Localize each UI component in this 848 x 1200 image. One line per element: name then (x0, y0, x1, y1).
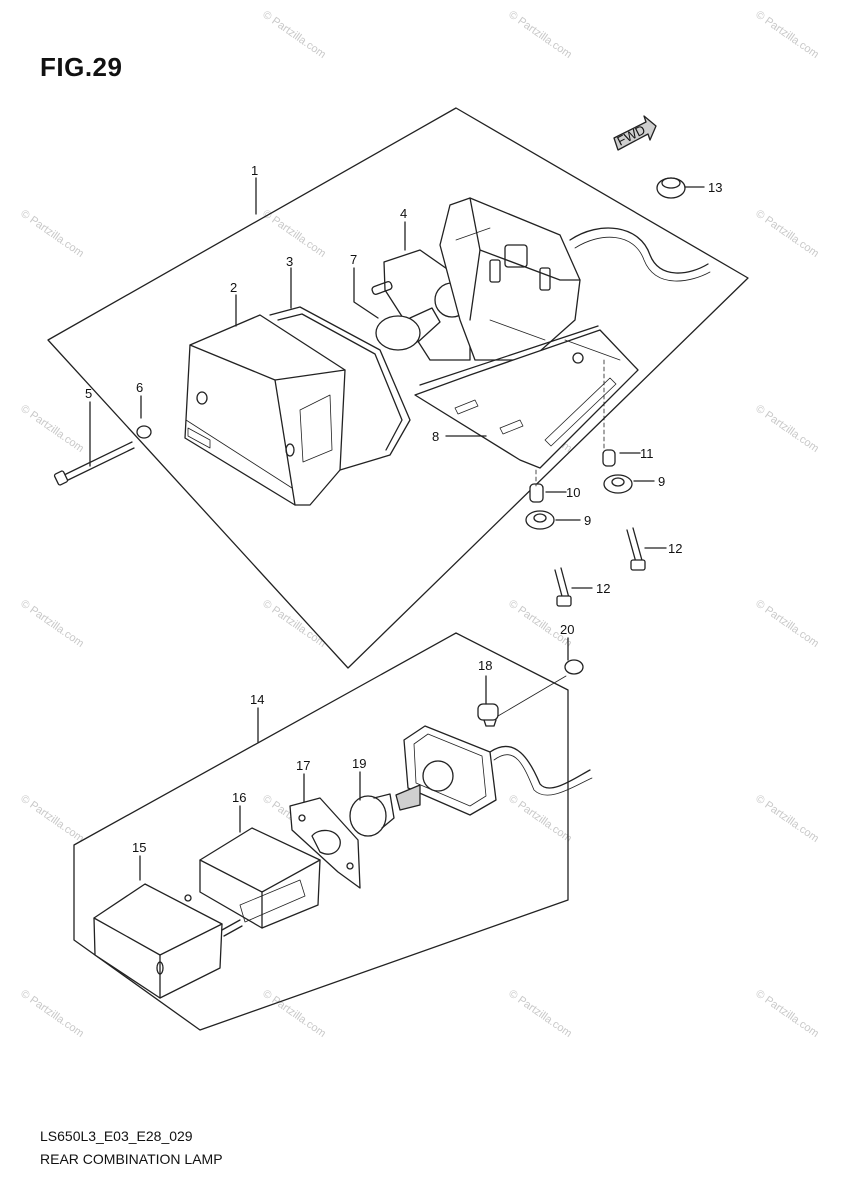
bolt-part-12 (554, 567, 572, 607)
callout-11: 11 (640, 446, 654, 461)
watermark: © Partzilla.com (18, 403, 86, 455)
callout-2: 2 (230, 280, 237, 295)
watermark-layer: © Partzilla.com © Partzilla.com © Partzi… (18, 9, 821, 1040)
callout-7: 7 (350, 252, 357, 267)
grommet-part-9 (525, 510, 555, 530)
washer-part-6 (136, 425, 152, 439)
lamp-housing (383, 197, 581, 361)
bolt-part-5 (53, 441, 135, 486)
watermark: © Partzilla.com (753, 9, 821, 61)
callout-8: 8 (432, 429, 439, 444)
callout-labels: 1 2 3 4 5 6 7 8 9 9 10 11 12 12 13 14 15… (85, 163, 722, 855)
callout-12: 12 (668, 541, 682, 556)
tail-lamp-lens (184, 314, 346, 506)
callout-9: 9 (658, 474, 665, 489)
watermark: © Partzilla.com (18, 988, 86, 1040)
callout-1: 1 (251, 163, 258, 178)
watermark: © Partzilla.com (18, 208, 86, 260)
watermark: © Partzilla.com (753, 208, 821, 260)
callout-3: 3 (286, 254, 293, 269)
lens-gasket (269, 306, 411, 471)
license-lamp-lens (199, 827, 321, 929)
alignment-lines (497, 359, 605, 717)
callout-10: 10 (566, 485, 580, 500)
forward-arrow-label: FWD (615, 122, 648, 149)
forward-arrow-icon: FWD (613, 115, 657, 151)
leader-lines (89, 177, 705, 881)
figure-title: FIG.29 (40, 52, 123, 82)
watermark: © Partzilla.com (506, 793, 574, 845)
assembly-1-boundary (47, 107, 749, 669)
watermark: © Partzilla.com (753, 988, 821, 1040)
watermark: © Partzilla.com (260, 9, 328, 61)
nut-part-20 (564, 659, 584, 675)
callout-14: 14 (250, 692, 264, 707)
watermark: © Partzilla.com (260, 988, 328, 1040)
diagram-name: REAR COMBINATION LAMP (40, 1151, 223, 1167)
callout-6: 6 (136, 380, 143, 395)
watermark: © Partzilla.com (260, 598, 328, 650)
callout-16: 16 (232, 790, 246, 805)
grommet-part-9 (603, 474, 633, 494)
callout-12: 12 (596, 581, 610, 596)
license-bulb (349, 793, 395, 837)
wiring-harness (569, 227, 709, 274)
callout-5: 5 (85, 386, 92, 401)
callout-17: 17 (296, 758, 310, 773)
screw-part-18 (477, 703, 499, 727)
assembly-14-boundary (73, 632, 569, 1031)
callout-20: 20 (560, 622, 574, 637)
watermark: © Partzilla.com (18, 598, 86, 650)
lamp-bracket (414, 325, 639, 469)
license-lamp-housing (395, 725, 593, 816)
callout-15: 15 (132, 840, 146, 855)
grommet-part-11 (602, 449, 616, 467)
watermark: © Partzilla.com (260, 208, 328, 260)
watermark: © Partzilla.com (18, 793, 86, 845)
callout-4: 4 (400, 206, 407, 221)
watermark: © Partzilla.com (753, 403, 821, 455)
callout-13: 13 (708, 180, 722, 195)
collar-part-10 (529, 483, 544, 503)
bolt-part-12 (626, 527, 646, 571)
watermark: © Partzilla.com (506, 988, 574, 1040)
diagram-code: LS650L3_E03_E28_029 (40, 1128, 193, 1144)
watermark: © Partzilla.com (753, 598, 821, 650)
watermark: © Partzilla.com (506, 9, 574, 61)
license-lamp-gasket (289, 797, 361, 889)
wiring-harness (574, 236, 711, 282)
callout-9: 9 (584, 513, 591, 528)
callout-19: 19 (352, 756, 366, 771)
tail-bulb (371, 281, 441, 351)
license-lamp-cover (93, 883, 243, 999)
callout-18: 18 (478, 658, 492, 673)
watermark: © Partzilla.com (753, 793, 821, 845)
grommet-part-13 (656, 177, 686, 199)
